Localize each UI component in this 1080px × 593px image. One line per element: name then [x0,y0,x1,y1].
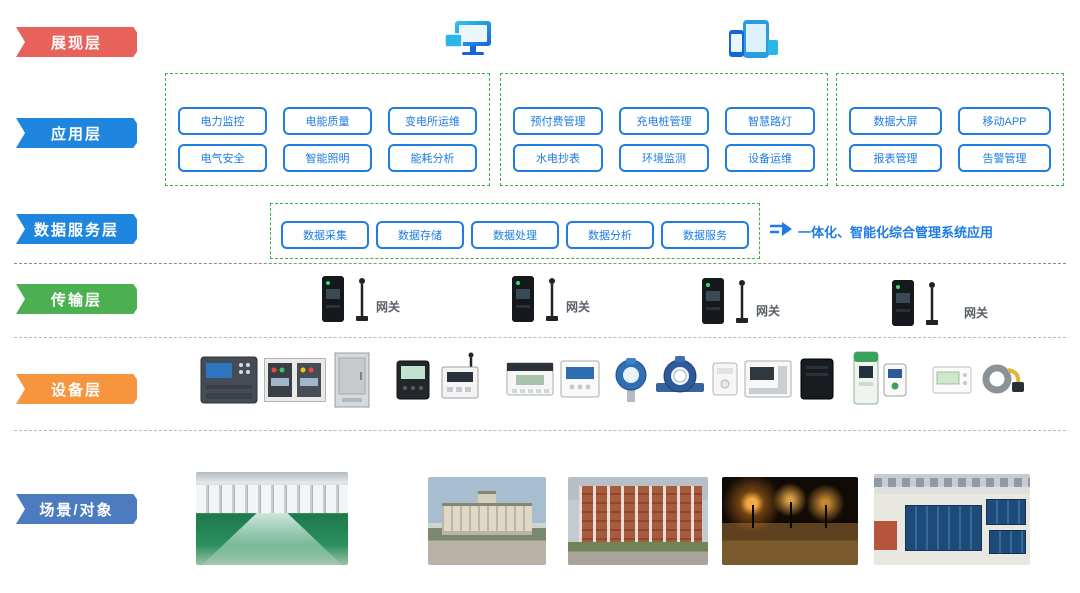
gateway-label: 网关 [376,300,401,314]
app-module-box: 告警管理 [958,144,1051,172]
photo-detail [989,530,1026,555]
power-distribution-room-photo [196,472,348,565]
application-group-3: 数据大屏 移动APP 报表管理 告警管理 [836,73,1064,186]
photo-detail [905,504,983,551]
app-module-box: 预付费管理 [513,107,603,135]
photo-detail [874,521,898,551]
data-service-row: 数据采集 数据存储 数据处理 数据分析 数据服务 [281,221,749,249]
app-row: 数据大屏 移动APP [849,107,1051,135]
app-module-box: 智能照明 [283,144,372,172]
data-service-box: 数据存储 [376,221,464,249]
layer-tag-transport: 传输层 [16,284,137,314]
app-module-box: 电气安全 [178,144,267,172]
app-module-box: 智慧路灯 [725,107,815,135]
data-service-box: 数据处理 [471,221,559,249]
night-street-lighting-photo [722,477,858,565]
small-sensor-image [712,362,738,401]
app-module-box: 充电桩管理 [619,107,709,135]
data-service-box: 数据分析 [566,221,654,249]
black-module-image [800,358,834,405]
ev-charger-image [850,350,910,411]
separator-line [14,337,1066,338]
gateway-device-1 [322,272,372,329]
layer-tag-application: 应用层 [16,118,137,148]
app-module-box: 设备运维 [725,144,815,172]
separator-line [14,430,1066,431]
photo-detail [751,505,754,529]
app-module-box: 环境监测 [619,144,709,172]
app-module-box: 电能质量 [283,107,372,135]
pressure-sensor-image [612,358,648,409]
power-cabinet-image [334,352,370,413]
right-arrow-icon [768,221,794,242]
app-module-box: 变电所运维 [388,107,477,135]
control-panel-image [264,358,326,407]
layer-tag-device: 设备层 [16,374,137,404]
app-module-box: 水电抄表 [513,144,603,172]
photo-detail [568,542,708,565]
multifunction-meter-image [396,360,430,405]
platform-caption: 一体化、智能化综合管理系统应用 [798,225,994,240]
photo-detail [790,501,792,529]
gateway-label: 网关 [566,300,591,314]
photo-detail [196,472,348,484]
app-module-box: 能耗分析 [388,144,477,172]
layer-tag-data-service: 数据服务层 [16,214,137,244]
app-row: 电气安全 智能照明 能耗分析 [178,144,477,172]
app-module-box: 数据大屏 [849,107,942,135]
gateway-device-3 [702,274,752,331]
application-group-2: 预付费管理 充电桩管理 智慧路灯 水电抄表 环境监测 设备运维 [500,73,828,186]
app-row: 预付费管理 充电桩管理 智慧路灯 [513,107,815,135]
layer-tag-presentation: 展现层 [16,27,137,57]
separator-line [14,263,1066,264]
app-row: 水电抄表 环境监测 设备运维 [513,144,815,172]
rail-power-meter-image [744,360,792,403]
wireless-meter-image [440,352,480,405]
data-service-box: 数据采集 [281,221,369,249]
gateway-device-4 [892,276,942,333]
gateway-device-2 [512,272,562,329]
photo-detail [196,485,348,513]
photo-detail [825,505,828,529]
dormitory-building-photo [568,477,708,565]
din-rail-meter-image [506,362,554,401]
data-service-group: 数据采集 数据存储 数据处理 数据分析 数据服务 [270,203,760,259]
application-group-1: 电力监控 电能质量 变电所运维 电气安全 智能照明 能耗分析 [165,73,490,186]
protection-relay-image [200,355,258,410]
photo-detail [874,477,1030,487]
app-row: 电力监控 电能质量 变电所运维 [178,107,477,135]
thermostat-panel-image [932,366,972,399]
mobile-devices-icon [726,18,780,67]
app-row: 报表管理 告警管理 [849,144,1051,172]
data-service-box: 数据服务 [661,221,749,249]
government-building-photo [428,477,546,565]
photo-detail [579,485,703,543]
photo-detail [442,503,532,535]
app-module-box: 报表管理 [849,144,942,172]
photo-detail [986,499,1026,526]
layer-tag-scene: 场景/对象 [16,494,137,524]
rooftop-solar-photo [874,474,1030,565]
desktop-monitor-icon [443,20,493,65]
gateway-label: 网关 [756,304,781,318]
app-module-box: 移动APP [958,107,1051,135]
app-module-box: 电力监控 [178,107,267,135]
photo-detail [202,512,342,565]
lcd-energy-meter-image [560,360,600,403]
gateway-label: 网关 [964,306,989,320]
water-meter-image [656,356,704,407]
ct-clamp-sensor-image [982,362,1026,401]
